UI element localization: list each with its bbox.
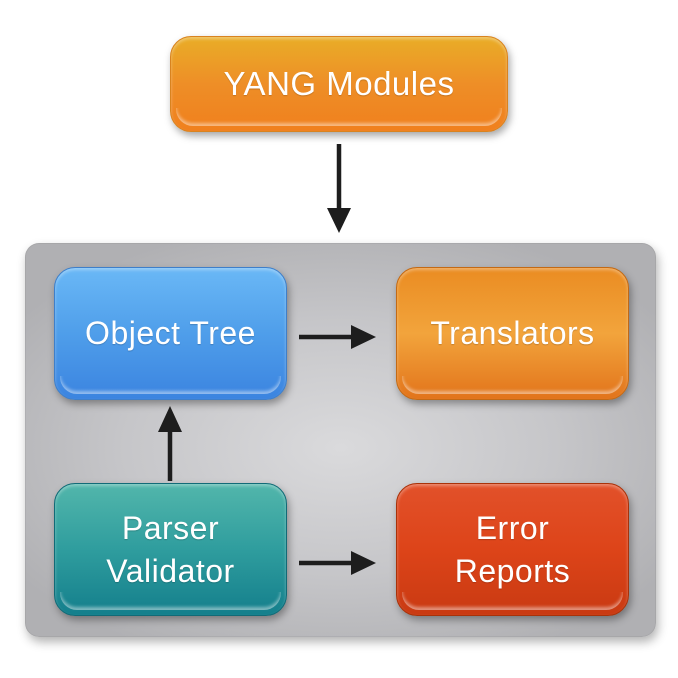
node-object-tree: Object Tree (54, 267, 287, 400)
gloss-highlight (402, 376, 623, 394)
node-parser-validator-label: Parser Validator (106, 510, 235, 589)
node-error-reports: Error Reports (396, 483, 629, 616)
node-translators-label: Translators (430, 315, 595, 352)
gloss-highlight (60, 376, 281, 394)
gloss-highlight (176, 108, 502, 126)
gloss-highlight (60, 592, 281, 610)
node-parser-validator: Parser Validator (54, 483, 287, 616)
node-error-reports-label: Error Reports (454, 510, 571, 589)
node-object-tree-label: Object Tree (85, 315, 256, 352)
arrow-yang-modules-to-container (327, 144, 351, 233)
node-yang-modules-label: YANG Modules (223, 65, 455, 103)
gloss-highlight (402, 592, 623, 610)
node-yang-modules: YANG Modules (170, 36, 508, 132)
node-translators: Translators (396, 267, 629, 400)
